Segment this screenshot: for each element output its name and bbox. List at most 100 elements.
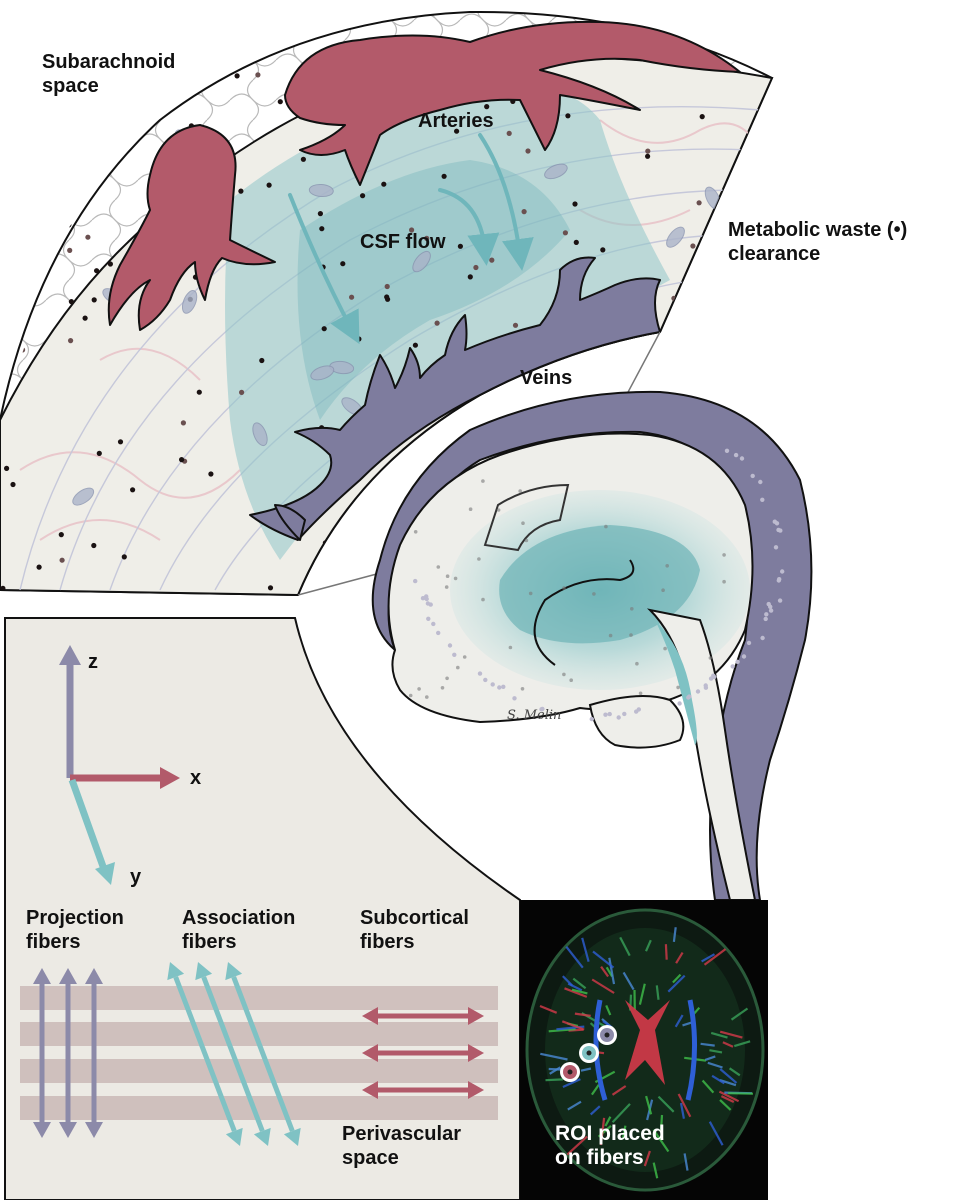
dti-streak xyxy=(600,965,609,978)
brain-dot xyxy=(453,576,458,581)
dti-streak xyxy=(659,1114,664,1131)
waste-dot xyxy=(67,247,73,253)
membrane-dot xyxy=(607,711,612,717)
dti-streak xyxy=(566,1135,588,1156)
waste-dot xyxy=(0,320,3,326)
membrane-dot xyxy=(777,577,782,582)
dti-streak xyxy=(704,1055,716,1061)
brain-dot xyxy=(562,586,566,590)
waste-dot xyxy=(441,173,447,179)
dti-streak xyxy=(672,973,682,984)
brain-dot xyxy=(417,687,421,691)
dti-streak xyxy=(611,1103,631,1124)
waste-dot xyxy=(355,579,361,585)
brain-dot xyxy=(528,591,533,596)
waste-dot xyxy=(340,261,346,267)
waste-dot xyxy=(82,315,88,321)
zoom-region-outline xyxy=(483,483,570,552)
brain-dot xyxy=(608,633,613,638)
brainstem-csf xyxy=(655,620,697,745)
label-metabolic-line2: clearance xyxy=(728,243,820,265)
waste-dot xyxy=(696,200,702,206)
membrane-dot xyxy=(426,616,431,621)
membrane-dot xyxy=(636,707,641,712)
arteries xyxy=(107,20,741,331)
label-subarachnoid-line2: space xyxy=(42,75,99,97)
waste-dot xyxy=(107,261,113,267)
projection-arrow xyxy=(59,968,77,1138)
membrane-dot xyxy=(776,527,781,533)
dti-corpus-callosum xyxy=(625,1000,670,1085)
waste-dot xyxy=(699,114,705,120)
waste-dot xyxy=(381,181,387,187)
waste-dot xyxy=(687,311,693,317)
dti-streak xyxy=(710,1031,728,1039)
dti-streak xyxy=(728,1092,754,1095)
dti-streak xyxy=(567,1100,582,1111)
waste-dot xyxy=(266,182,272,188)
waste-dot xyxy=(0,585,6,592)
brain-dot xyxy=(477,557,481,561)
dti-streak xyxy=(719,1030,743,1039)
magnified-cortex-sector xyxy=(0,10,774,597)
glial-cell xyxy=(310,365,335,381)
waste-dot xyxy=(91,297,97,303)
projection-fiber-arrows xyxy=(33,968,103,1138)
waste-dot xyxy=(4,465,10,471)
waste-dot xyxy=(343,533,349,540)
waste-dot xyxy=(218,57,224,63)
dti-streak xyxy=(655,985,660,1000)
waste-dot xyxy=(356,336,362,342)
waste-dot xyxy=(690,243,696,249)
brain-dot xyxy=(408,693,413,698)
waste-dot xyxy=(747,386,753,392)
brain-dot xyxy=(665,564,669,568)
brain-dot xyxy=(562,672,566,677)
brain-dot xyxy=(468,507,473,512)
waste-dot xyxy=(319,226,325,232)
dti-streak xyxy=(711,1074,725,1085)
dti-streak xyxy=(664,944,668,960)
corpus-callosum xyxy=(533,559,635,666)
brain-dot xyxy=(520,687,525,691)
glial-cell xyxy=(48,122,70,141)
membrane-dot xyxy=(686,695,691,700)
dti-streak xyxy=(540,1052,568,1061)
dti-streak xyxy=(572,977,587,990)
label-perivascular-line1: Perivascular xyxy=(342,1123,461,1145)
membrane-dot xyxy=(452,652,457,657)
dti-streak xyxy=(565,946,584,969)
membrane-dot xyxy=(774,521,780,526)
waste-dot xyxy=(384,283,390,290)
waste-dot xyxy=(412,342,418,348)
projection-arrow xyxy=(33,968,51,1138)
brain-dot xyxy=(481,479,485,483)
dti-streak xyxy=(718,1090,740,1103)
brain-dot xyxy=(518,489,522,493)
waste-dot xyxy=(769,400,772,406)
axis-label-x: x xyxy=(190,767,201,789)
membrane-dot xyxy=(512,696,517,701)
brain-dot xyxy=(444,585,449,589)
membrane-dot xyxy=(477,671,483,676)
glial-cell xyxy=(35,196,51,221)
glial-cell xyxy=(666,226,685,248)
dti-streak xyxy=(652,1162,659,1179)
waste-dot xyxy=(385,296,391,302)
waste-dot xyxy=(37,256,44,262)
labels: Subarachnoid space Arteries CSF flow Met… xyxy=(26,51,907,1169)
dti-streak xyxy=(701,1079,715,1094)
brain-dot xyxy=(524,538,529,543)
dti-streak xyxy=(643,1150,651,1167)
waste-dot xyxy=(41,196,47,202)
dti-streak xyxy=(652,1129,670,1153)
subcortical-arrow xyxy=(362,1081,484,1099)
subcortical-arrow xyxy=(362,1044,484,1062)
dti-streak xyxy=(604,1116,612,1127)
membrane-dot xyxy=(420,596,426,601)
waste-dot xyxy=(356,524,362,531)
brain-dot xyxy=(592,592,596,596)
membrane-dot xyxy=(413,578,418,584)
artist-signature: S. Melin xyxy=(507,708,561,723)
membrane-dot xyxy=(501,684,506,689)
